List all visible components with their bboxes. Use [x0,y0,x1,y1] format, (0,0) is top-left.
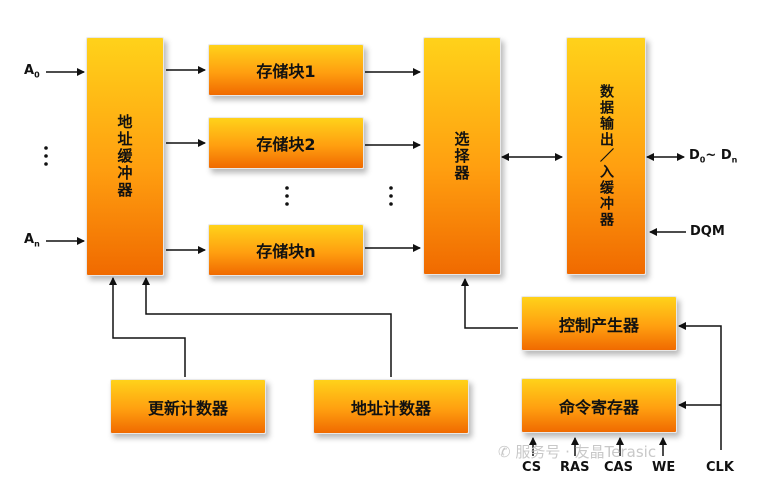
control-generator-block: 控制产生器 [521,296,677,351]
wechat-icon: ✆ [498,443,516,461]
signal-clk: CLK [706,460,734,475]
signal-a0: A0 [24,63,40,80]
signal-dqm: DQM [690,224,725,239]
watermark: ✆ 服务号 · 友晶Terasic [498,443,657,461]
signal-cs: CS [522,460,542,475]
signal-an: An [24,232,40,249]
address-counter-block: 地址计数器 [313,379,469,434]
refresh-counter-block: 更新计数器 [110,379,266,434]
ellipsis-dots [44,146,393,206]
selector-block: 选择器 [423,37,501,275]
command-register-block: 命令寄存器 [521,378,677,433]
signal-we: WE [652,460,676,475]
bank-2-block: 存储块2 [208,117,364,169]
bank-n-block: 存储块n [208,224,364,276]
address-buffer-block: 地址缓冲器 [86,37,164,276]
signal-ras: RAS [560,460,590,475]
data-io-buffer-block: 数据输出／入缓冲器 [566,37,646,275]
signal-data-bus: D0~ Dn [689,148,738,165]
signal-cas: CAS [604,460,633,475]
bank-1-block: 存储块1 [208,44,364,96]
